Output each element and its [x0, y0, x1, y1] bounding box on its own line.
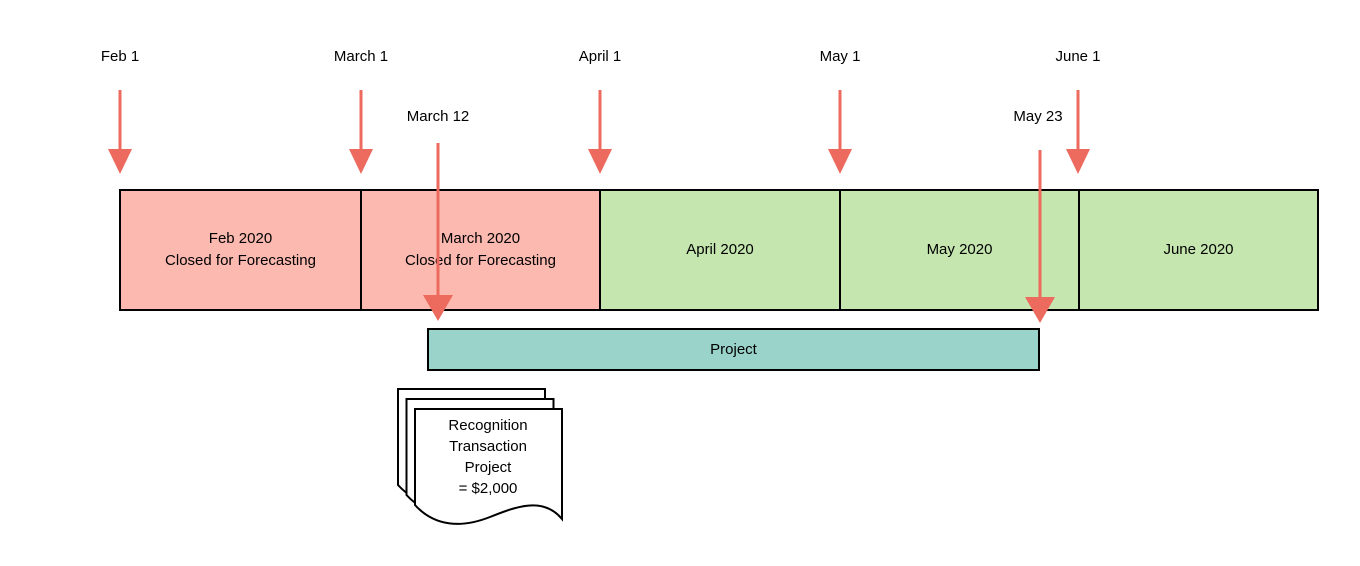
document-line-4: = $2,000 [459, 480, 518, 497]
date-label-april-1: April 1 [578, 48, 622, 65]
date-label-march-1: March 1 [333, 48, 389, 65]
document-line-2: Transaction [449, 438, 527, 455]
june-1-arrow [1066, 90, 1090, 174]
month-name: June 2020 [1163, 241, 1234, 258]
feb-1-arrow [108, 90, 132, 174]
date-label-may-23: May 23 [1013, 108, 1063, 125]
month-box-march-2020: March 2020 Closed for Forecasting [360, 189, 601, 311]
month-box-june-2020: June 2020 [1078, 189, 1319, 311]
document-line-1: Recognition [448, 417, 527, 434]
may-1-arrow [828, 90, 852, 174]
date-label-june-1: June 1 [1055, 48, 1101, 65]
month-name: March 2020 [440, 230, 521, 247]
month-note: Closed for Forecasting [405, 252, 556, 269]
month-name: Feb 2020 [208, 230, 273, 247]
month-box-may-2020: May 2020 [839, 189, 1080, 311]
project-bar: Project [427, 328, 1040, 371]
march-1-arrow [349, 90, 373, 174]
document-line-3: Project [465, 459, 513, 476]
date-label-may-1: May 1 [819, 48, 861, 65]
month-name: May 2020 [926, 241, 993, 258]
month-box-april-2020: April 2020 [599, 189, 841, 311]
month-box-feb-2020: Feb 2020 Closed for Forecasting [119, 189, 362, 311]
project-bar-label: Project [710, 341, 757, 358]
date-label-march-12: March 12 [406, 108, 470, 125]
april-1-arrow [588, 90, 612, 174]
date-label-feb-1: Feb 1 [100, 48, 140, 65]
month-note: Closed for Forecasting [165, 252, 316, 269]
document-pages [397, 388, 563, 525]
month-name: April 2020 [686, 241, 754, 258]
